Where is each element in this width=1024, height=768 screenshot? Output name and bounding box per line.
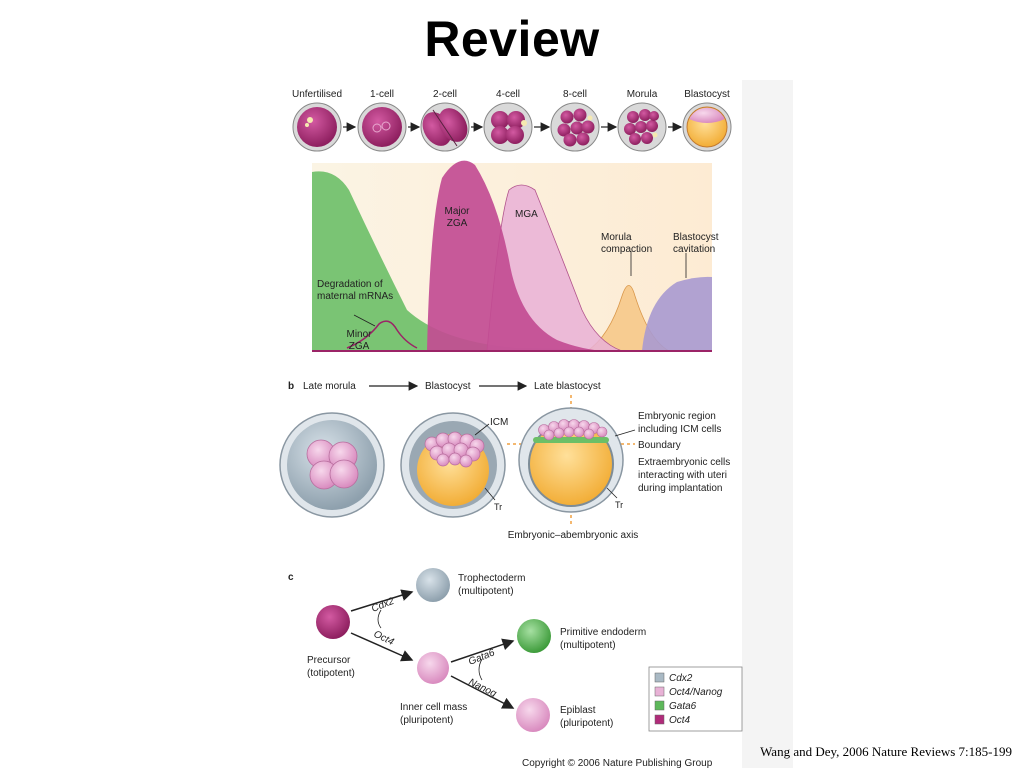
- mga-label: MGA: [515, 209, 538, 220]
- primitive-endoderm-cell: [517, 619, 551, 653]
- axis-label: Embryonic–abembryonic axis: [508, 530, 639, 541]
- curve-labels: Degradation of maternal mRNAs Minor ZGA …: [317, 206, 719, 352]
- legend-swatch-oct4: [654, 714, 665, 725]
- inner-cell-mass-cell: [417, 652, 449, 684]
- embryo-1-cell: [357, 102, 407, 152]
- trophectoderm-label-line1: Trophectoderm: [458, 573, 525, 584]
- panel-a-stage-labels: Unfertilised 1-cell 2-cell 4-cell 8-cell…: [292, 89, 730, 100]
- minor-zga-label-line1: Minor: [346, 329, 372, 340]
- major-zga-label-line2: ZGA: [447, 218, 468, 229]
- embryo-morula: [617, 102, 667, 152]
- embryo-8-cell: [550, 102, 600, 152]
- stage-label-late-blastocyst: Late blastocyst: [534, 381, 601, 392]
- panel-b-stage-labels: Late morula Blastocyst Late blastocyst: [303, 381, 601, 392]
- inner-cell-mass-label-line2: (pluripotent): [400, 715, 453, 726]
- morula-compaction-label-line1: Morula: [601, 232, 632, 243]
- epiblast-label-line1: Epiblast: [560, 705, 596, 716]
- stage-label-blastocyst-b: Blastocyst: [425, 381, 471, 392]
- legend-swatch-oct4-nanog: [654, 686, 665, 697]
- lineage-cells: [316, 568, 551, 732]
- degradation-label-line2: maternal mRNAs: [317, 291, 393, 302]
- precursor-cell: [316, 605, 350, 639]
- degradation-label-line1: Degradation of: [317, 279, 383, 290]
- epiblast-cell: [516, 698, 550, 732]
- extraembryonic-line1: Extraembryonic cells: [638, 457, 730, 468]
- panel-c-label: c: [288, 572, 294, 583]
- stage-label-morula: Morula: [627, 89, 658, 100]
- stage-label-unfertilised: Unfertilised: [292, 89, 342, 100]
- late-blastocyst-embryo: [507, 395, 636, 525]
- stage-label-blastocyst: Blastocyst: [684, 89, 730, 100]
- icm-label: ICM: [490, 417, 508, 428]
- primitive-endoderm-label-line1: Primitive endoderm: [560, 627, 646, 638]
- late-morula-embryo: [279, 412, 385, 518]
- embryo-blastocyst: [682, 102, 732, 152]
- panel-b-label: b: [288, 381, 294, 392]
- embryo-4-cell: [483, 102, 533, 152]
- legend-label-cdx2: Cdx2: [669, 673, 693, 684]
- embryo-unfertilised: [292, 102, 342, 152]
- inner-cell-mass-label-line1: Inner cell mass: [400, 702, 467, 713]
- minor-zga-label-line2: ZGA: [349, 341, 370, 352]
- embryo-2-cell: [420, 102, 470, 152]
- embryonic-region-line2: including ICM cells: [638, 424, 721, 435]
- precursor-label-line1: Precursor: [307, 655, 351, 666]
- stage-label-8-cell: 8-cell: [563, 89, 587, 100]
- blastocyst-cavitation-label-line2: cavitation: [673, 244, 715, 255]
- panel-a-label: a: [288, 80, 294, 83]
- lineage-node-labels: Precursor (totipotent) Trophectoderm (mu…: [307, 573, 646, 729]
- tr-label-late-blastocyst: Tr: [615, 500, 623, 510]
- boundary-label: Boundary: [638, 440, 681, 451]
- figure-graphic: a Unfertilised 1-cell 2-cell 4-cell 8-ce…: [237, 80, 743, 768]
- trophectoderm-cell: [416, 568, 450, 602]
- transcription-curves-plot: [312, 160, 712, 352]
- figure-panel: a Unfertilised 1-cell 2-cell 4-cell 8-ce…: [237, 80, 793, 768]
- copyright-text: Copyright © 2006 Nature Publishing Group: [522, 758, 713, 768]
- legend-swatch-gata6: [654, 700, 665, 711]
- gene-legend: Cdx2 Oct4/Nanog Gata6 Oct4: [648, 666, 743, 732]
- stage-label-2-cell: 2-cell: [433, 89, 457, 100]
- trophectoderm-label-line2: (multipotent): [458, 586, 514, 597]
- primitive-endoderm-label-line2: (multipotent): [560, 640, 616, 651]
- extraembryonic-line3: during implantation: [638, 483, 723, 494]
- legend-label-oct4-nanog: Oct4/Nanog: [669, 687, 723, 698]
- stage-label-4-cell: 4-cell: [496, 89, 520, 100]
- blastocyst-embryo: [400, 412, 506, 518]
- stage-label-late-morula: Late morula: [303, 381, 356, 392]
- tr-label-blastocyst: Tr: [494, 502, 502, 512]
- panel-b-annotations: Embryonic region including ICM cells Bou…: [508, 411, 731, 541]
- lineage-arrows: [350, 589, 515, 709]
- citation: Wang and Dey, 2006 Nature Reviews 7:185-…: [760, 744, 1012, 759]
- epiblast-label-line2: (pluripotent): [560, 718, 613, 729]
- extraembryonic-line2: interacting with uteri: [638, 470, 727, 481]
- major-zga-label-line1: Major: [444, 206, 470, 217]
- precursor-label-line2: (totipotent): [307, 668, 355, 679]
- embryonic-region-line1: Embryonic region: [638, 411, 716, 422]
- stage-label-1-cell: 1-cell: [370, 89, 394, 100]
- slide-title: Review: [424, 11, 600, 67]
- blastocyst-cavitation-label-line1: Blastocyst: [673, 232, 719, 243]
- legend-swatch-cdx2: [654, 672, 665, 683]
- legend-label-oct4: Oct4: [669, 715, 691, 726]
- morula-compaction-label-line2: compaction: [601, 244, 652, 255]
- legend-label-gata6: Gata6: [669, 701, 697, 712]
